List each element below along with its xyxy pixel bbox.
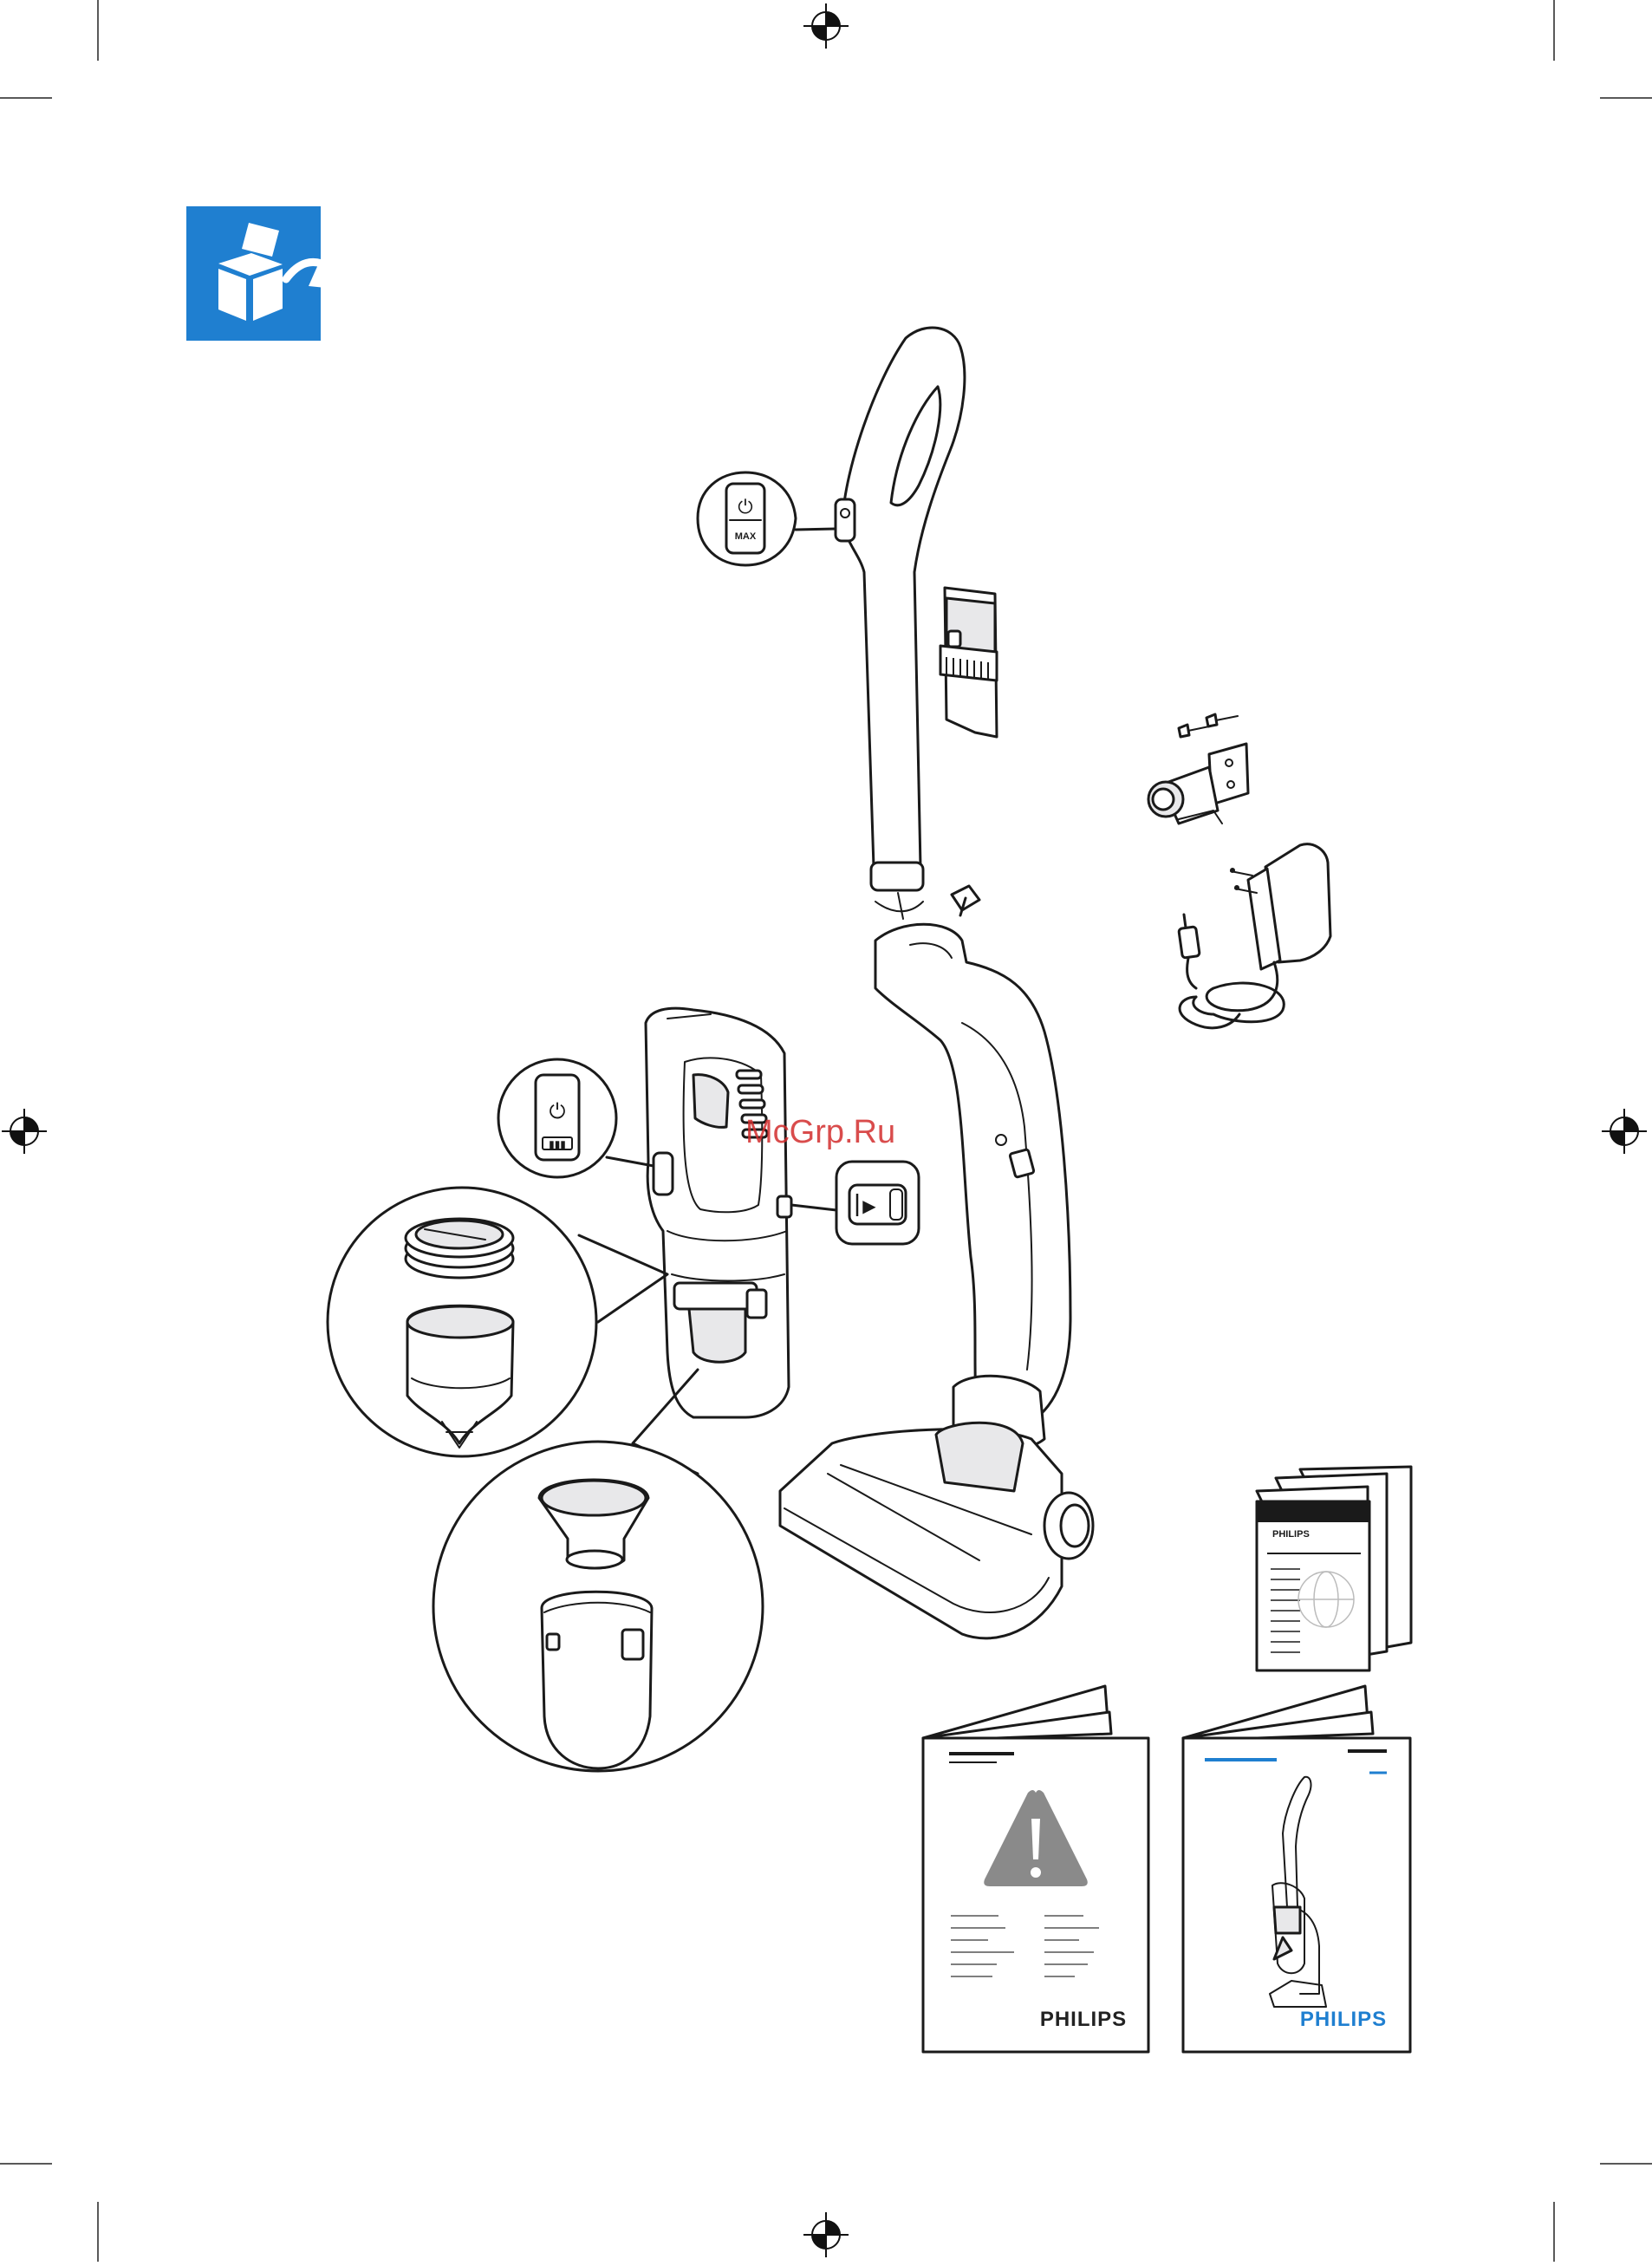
safety-leaflet-brand: PHILIPS — [1040, 2008, 1127, 2031]
handle-power-icon: ⏻ — [738, 496, 752, 518]
max-label: MAX — [735, 531, 757, 542]
watermark-text: McGrp.Ru — [745, 1114, 895, 1150]
quick-start-brand: PHILIPS — [1300, 2008, 1387, 2031]
unpacking-box-icon — [186, 206, 342, 341]
release-arrow-icon: ▶ — [862, 1197, 876, 1216]
release-button-callout: ▶ — [791, 1162, 919, 1244]
wall-bracket-icon — [1148, 714, 1248, 824]
user-manual-brand: PHILIPS — [1272, 1529, 1310, 1540]
charger-adapter-icon — [1179, 844, 1330, 1028]
safety-leaflet-booklet: PHILIPS — [923, 1686, 1148, 2052]
registration-mark-right-icon — [1602, 1109, 1647, 1154]
brush-tool-icon — [940, 588, 997, 737]
quick-start-booklet: PHILIPS — [1183, 1686, 1410, 2052]
handheld-power-icon: ⏻ — [550, 1100, 566, 1123]
handle-button-callout: ⏻ MAX — [698, 472, 836, 565]
registration-mark-top-icon — [803, 3, 849, 49]
handheld-power-callout: ⏻ ▮▮▮ — [498, 1059, 654, 1177]
floor-nozzle — [780, 1423, 1093, 1638]
user-manual-booklet: PHILIPS — [1257, 1467, 1411, 1670]
battery-indicator-icon: ▮▮▮ — [549, 1138, 566, 1150]
screw-icon — [952, 886, 979, 915]
registration-mark-left-icon — [2, 1109, 47, 1154]
handheld-unit — [646, 1008, 791, 1417]
registration-mark-bottom-icon — [803, 2212, 849, 2257]
filter-callout — [328, 1188, 667, 1456]
